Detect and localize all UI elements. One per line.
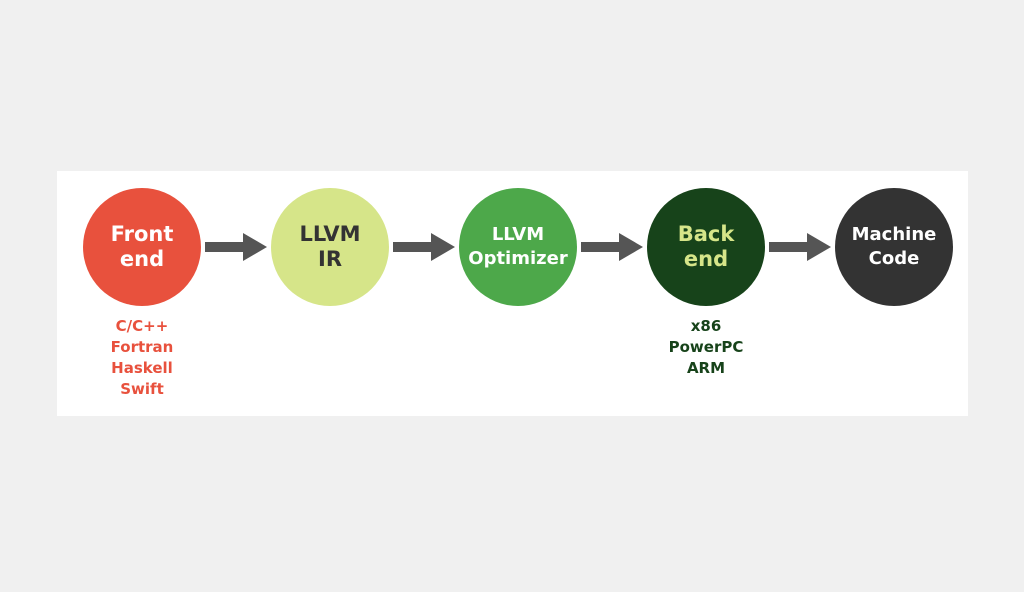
language-item: Haskell	[111, 359, 173, 377]
target-item: x86	[690, 317, 722, 335]
target-item: PowerPC	[668, 338, 744, 356]
backend-node: Back end	[647, 188, 765, 306]
target-item: ARM	[686, 359, 726, 377]
llvm-ir-node: LLVM IR	[271, 188, 389, 306]
machine-code-node-label: Machine Code	[851, 223, 937, 269]
language-item: Swift	[120, 380, 164, 398]
arrow-icon	[205, 232, 269, 262]
language-item: Fortran	[110, 338, 174, 356]
backend-node-label: Back end	[677, 222, 735, 271]
arrow-icon	[393, 232, 457, 262]
backend-targets-list: x86 PowerPC ARM	[656, 316, 756, 379]
arrow-icon	[769, 232, 833, 262]
frontend-node: Front end	[83, 188, 201, 306]
diagram-panel: Front end LLVM IR LLVM Optimizer Back en…	[57, 171, 968, 416]
frontend-languages-list: C/C++ Fortran Haskell Swift	[92, 316, 192, 400]
language-item: C/C++	[115, 317, 169, 335]
frontend-node-label: Front end	[110, 222, 174, 271]
arrow-icon	[581, 232, 645, 262]
llvm-optimizer-node: LLVM Optimizer	[459, 188, 577, 306]
llvm-ir-node-label: LLVM IR	[299, 222, 361, 271]
machine-code-node: Machine Code	[835, 188, 953, 306]
llvm-optimizer-node-label: LLVM Optimizer	[468, 223, 568, 269]
